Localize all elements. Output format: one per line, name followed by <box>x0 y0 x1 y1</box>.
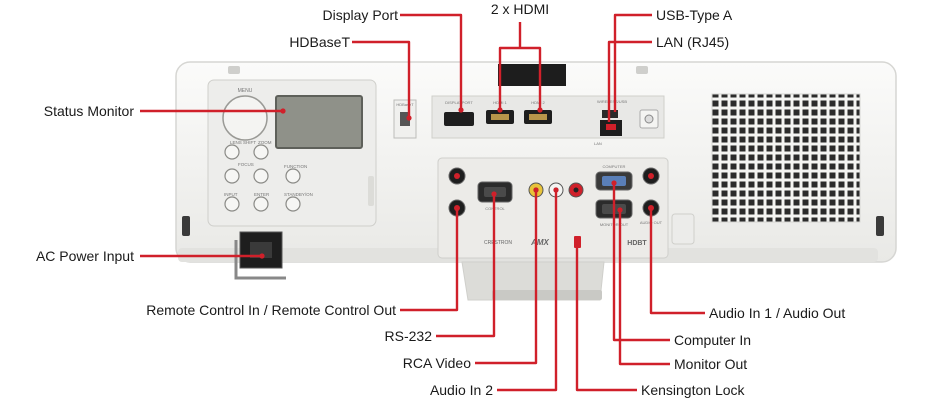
lens-shift-silk: LENS SHIFT <box>230 140 256 145</box>
function-button <box>285 168 301 184</box>
menu-dial <box>222 95 268 141</box>
leader-rs232 <box>436 194 496 338</box>
label-status-monitor: Status Monitor <box>44 103 135 119</box>
lens-shift-button <box>224 144 240 160</box>
zoom-button <box>253 144 269 160</box>
label-rs232: RS-232 <box>385 328 433 344</box>
wireless-silk: WIRELESS/USB <box>597 99 627 104</box>
leader-rca-video <box>475 192 538 365</box>
displayport-connector <box>444 112 474 126</box>
computer-silk: COMPUTER <box>603 164 626 169</box>
ac-power-inlet <box>234 231 286 280</box>
focus-plus-button <box>253 168 269 184</box>
label-monitor-out: Monitor Out <box>674 356 747 372</box>
label-audio-in2: Audio In 2 <box>430 382 493 398</box>
input-button <box>224 196 240 212</box>
leader-hdbaset <box>352 40 411 118</box>
label-usb: USB-Type A <box>656 7 733 23</box>
leader-audio-in1-out <box>649 208 705 315</box>
hdbaset-port: HDBaseT <box>393 99 417 139</box>
lower-io-panel: CONTROL COMPUTER MONITOR OUT AUDIO OUT C… <box>437 157 669 259</box>
leader-audio-in2 <box>497 192 558 392</box>
amx-logo: AMX <box>530 238 549 247</box>
enter-button <box>253 196 269 212</box>
zoom-silk: ZOOM <box>258 140 272 145</box>
label-ac-power: AC Power Input <box>36 248 134 264</box>
standby-silk: STANDBY/ON <box>284 192 313 197</box>
label-hdmi: 2 x HDMI <box>491 1 549 17</box>
leader-lines <box>140 13 705 392</box>
upper-io-strip: DISPLAYPORT HDMI 1 HDMI 2 WIRELESS/USB L… <box>431 95 665 146</box>
label-computer-in: Computer In <box>674 332 751 348</box>
lan-silk: LAN <box>594 141 602 146</box>
label-audio-in1-out: Audio In 1 / Audio Out <box>709 305 845 321</box>
leader-computer-in <box>612 183 670 342</box>
focus-minus-button <box>224 168 240 184</box>
label-lan: LAN (RJ45) <box>656 34 729 50</box>
input-silk: INPUT <box>224 192 238 197</box>
label-rca-video: RCA Video <box>403 355 471 371</box>
standby-button <box>285 196 301 212</box>
label-hdbaset: HDBaseT <box>289 34 350 50</box>
leader-remote <box>400 208 459 312</box>
leader-usb <box>613 13 652 112</box>
callout-labels: Display Port 2 x HDMI USB-Type A LAN (RJ… <box>36 1 845 398</box>
leader-lan <box>607 40 652 122</box>
control-panel: MENU LENS SHIFT ZOOM FOCUS FUNCTION INPU… <box>207 79 377 227</box>
enter-silk: ENTER <box>254 192 270 197</box>
label-display-port: Display Port <box>323 7 399 23</box>
label-remote: Remote Control In / Remote Control Out <box>146 302 396 318</box>
leader-kensington <box>575 244 637 392</box>
leader-display-port <box>400 13 463 108</box>
control-silk: CONTROL <box>485 206 505 211</box>
hdmi2-silk: HDMI 2 <box>531 100 545 105</box>
function-silk: FUNCTION <box>284 164 307 169</box>
crestron-logo: CRESTRON <box>484 240 512 246</box>
vent-grille <box>671 93 861 245</box>
menu-silk: MENU <box>238 88 253 94</box>
label-kensington: Kensington Lock <box>641 382 746 398</box>
hdbt-logo: HDBT <box>627 240 647 247</box>
displayport-silk: DISPLAYPORT <box>445 100 473 105</box>
focus-silk: FOCUS <box>238 162 254 167</box>
hdbaset-silk: HDBaseT <box>396 102 414 107</box>
leader-monitor-out <box>618 210 670 366</box>
